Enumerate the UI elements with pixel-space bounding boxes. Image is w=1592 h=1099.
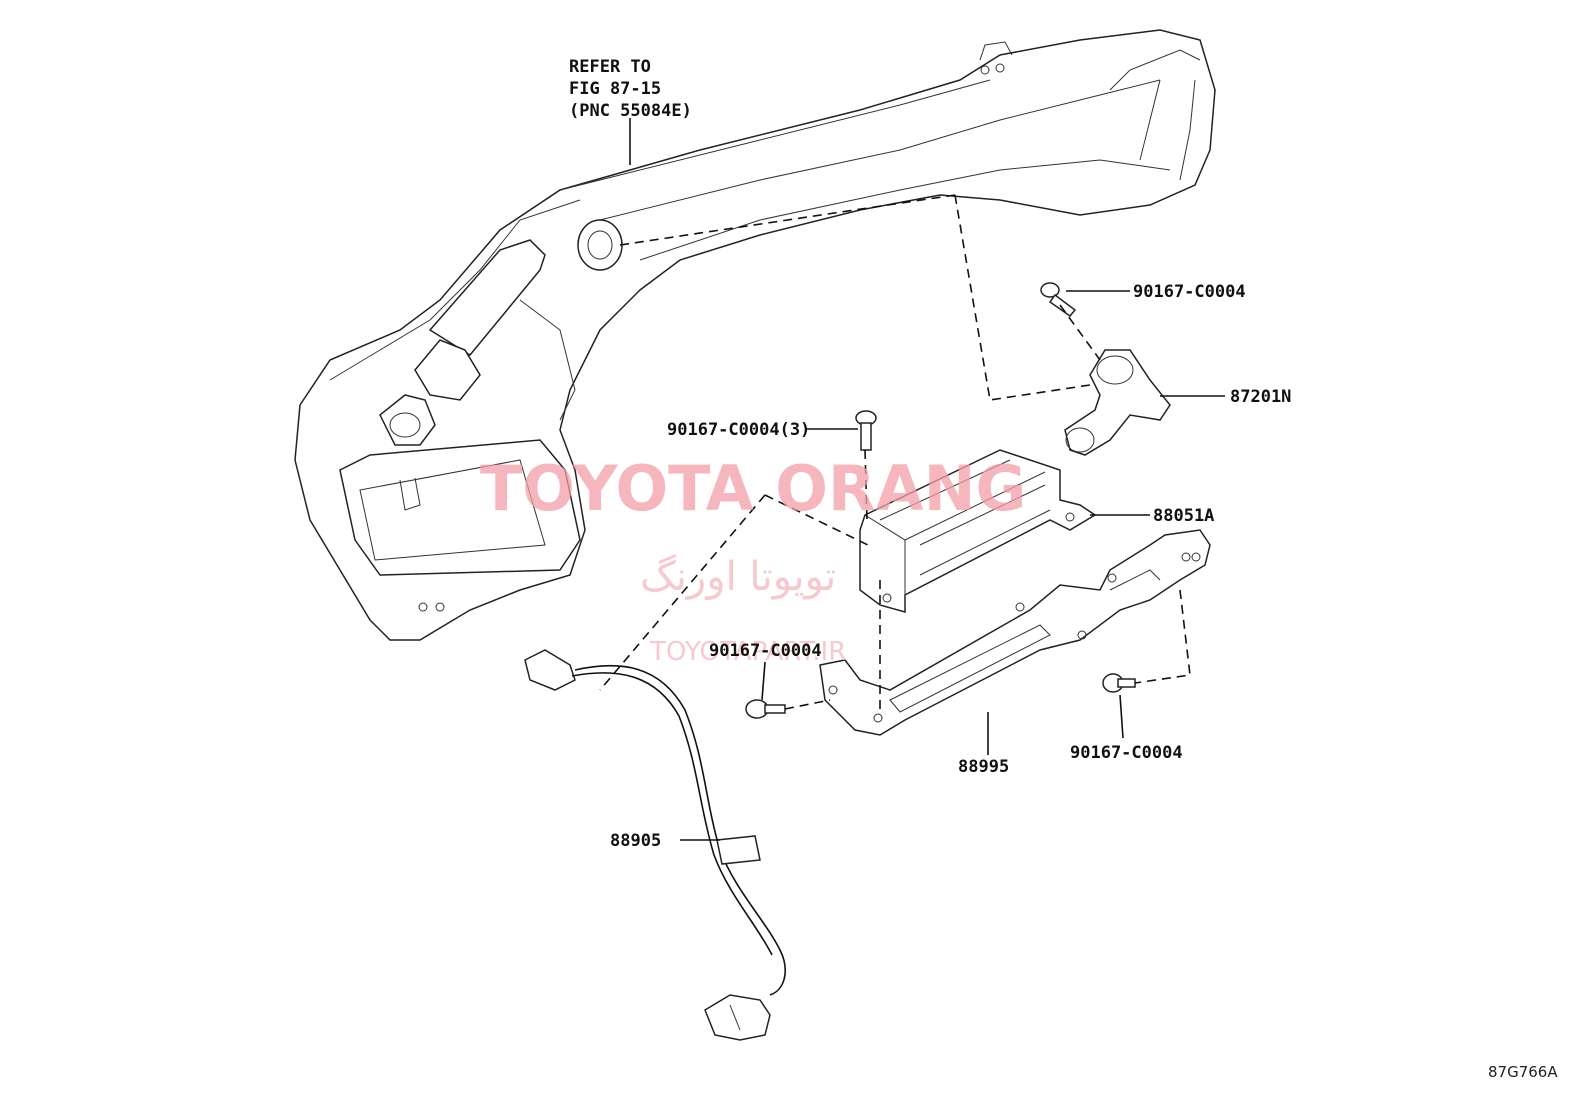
label-88995: 88995 [958, 757, 1009, 777]
nut-right [1102, 673, 1136, 693]
bracket-87201N [1064, 349, 1171, 456]
figure-code: 87G766A [1488, 1063, 1558, 1081]
bolt-top [1040, 282, 1077, 318]
watermark-main: TOYOTA ORANG [480, 452, 1026, 525]
bolts-module [855, 410, 877, 451]
reference-note-line-1: REFER TO [569, 57, 651, 77]
watermark-url: TOYOTAPART.IR [649, 637, 846, 667]
label-nut-left: 90167-C0004 [709, 641, 822, 661]
label-nut-right: 90167-C0004 [1070, 743, 1183, 763]
label-bolt-top: 90167-C0004 [1133, 282, 1246, 302]
reference-note-line-3: (PNC 55084E) [569, 101, 692, 121]
label-88905: 88905 [610, 831, 661, 851]
label-88051A: 88051A [1153, 506, 1214, 526]
label-87201N: 87201N [1230, 387, 1291, 407]
label-bolts-3: 90167-C0004(3) [667, 420, 810, 440]
bracket-88995 [819, 529, 1211, 736]
air-duct-assembly [294, 29, 1216, 641]
nut-left [745, 699, 786, 719]
leader-lines [629, 118, 1225, 841]
relation-lines [599, 194, 1191, 715]
wire-harness-88905 [524, 649, 786, 1041]
reference-note-line-2: FIG 87-15 [569, 79, 661, 99]
module-88051A [859, 449, 1097, 613]
watermark-persian: تويوتا اورنگ [640, 554, 836, 600]
